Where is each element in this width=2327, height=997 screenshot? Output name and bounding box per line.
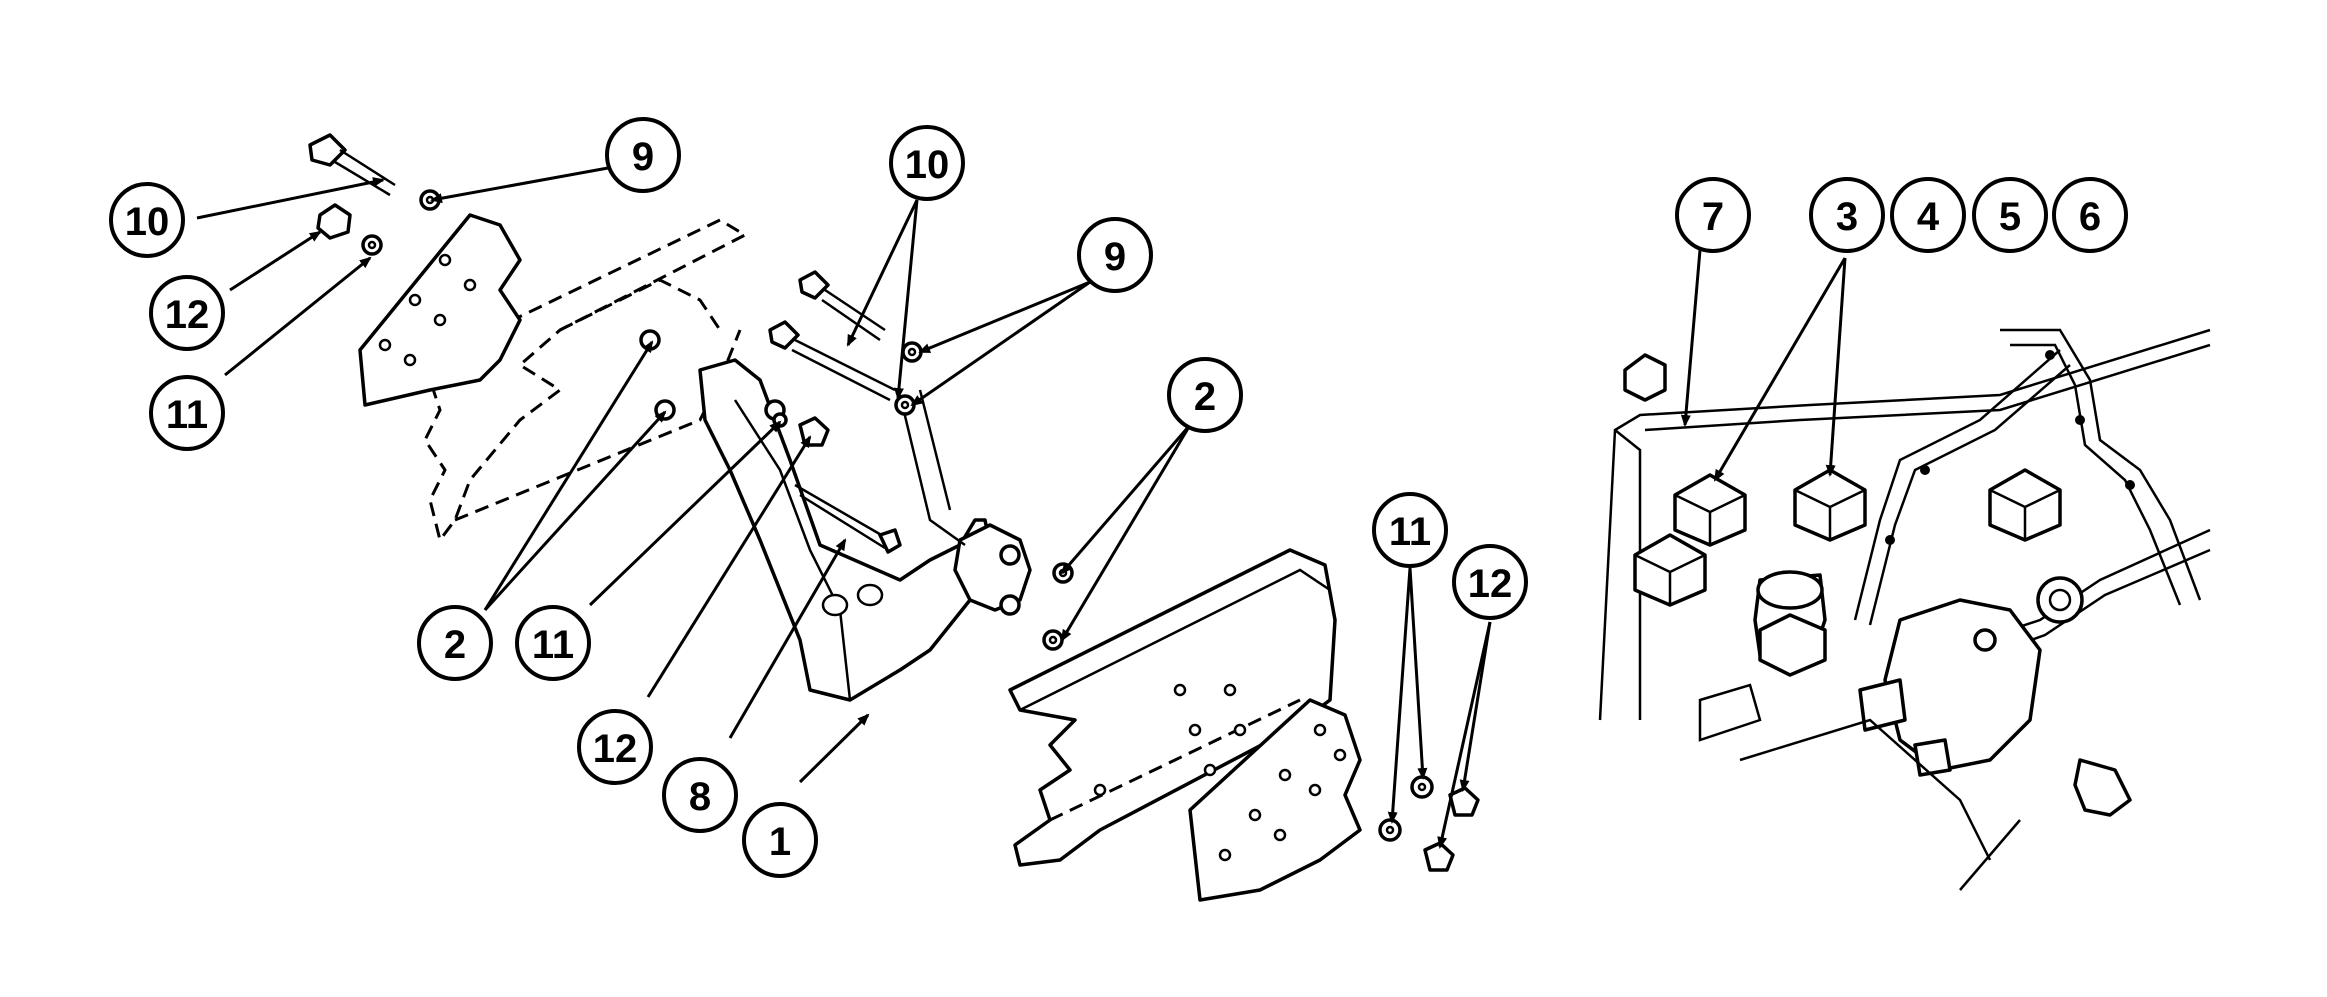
callout-label: 9 bbox=[632, 135, 654, 179]
callout-label: 2 bbox=[444, 623, 466, 667]
callout-label: 12 bbox=[1468, 562, 1513, 606]
callout-label: 1 bbox=[769, 820, 791, 864]
callout-11-center-lockwasher: 11 bbox=[515, 605, 591, 681]
callout-label: 2 bbox=[1194, 375, 1216, 419]
callout-1-mount-bracket: 1 bbox=[742, 802, 818, 878]
center-mount-bracket bbox=[698, 358, 1032, 702]
callout-10-center-bolt: 10 bbox=[889, 125, 965, 201]
callout-9-center-washer: 9 bbox=[1077, 217, 1153, 293]
callout-label: 6 bbox=[2079, 195, 2101, 239]
callout-label: 3 bbox=[1836, 195, 1858, 239]
right-bracket-plate bbox=[1188, 698, 1362, 902]
callout-5-cap-screw: 5 bbox=[1972, 177, 2048, 253]
callout-6-cap-screw: 6 bbox=[2052, 177, 2128, 253]
callout-label: 5 bbox=[1999, 195, 2021, 239]
callout-label: 9 bbox=[1104, 235, 1126, 279]
callout-label: 11 bbox=[1389, 510, 1431, 554]
fuel-filter-housing bbox=[1698, 576, 2132, 891]
callout-label: 4 bbox=[1917, 195, 1940, 239]
callout-label: 11 bbox=[166, 393, 208, 437]
left-bracket-plate bbox=[358, 213, 522, 407]
callout-12-right-nut: 12 bbox=[1452, 544, 1528, 620]
callout-12-left-nut: 12 bbox=[149, 275, 225, 351]
callout-12-center-nut: 12 bbox=[577, 709, 653, 785]
callout-label: 10 bbox=[125, 200, 170, 244]
callout-11-left-lockwasher: 11 bbox=[149, 375, 225, 451]
callout-4-cap-screw: 4 bbox=[1890, 177, 1966, 253]
engine-block-inset bbox=[1598, 328, 2211, 891]
callout-3-cap-screw: 3 bbox=[1809, 177, 1885, 253]
callout-label: 12 bbox=[165, 293, 210, 337]
leader-lines bbox=[196, 166, 1847, 849]
callout-label: 8 bbox=[689, 775, 711, 819]
callout-2-right-washer: 2 bbox=[1167, 357, 1243, 433]
callout-7-engine-bolt: 7 bbox=[1675, 177, 1751, 253]
callout-9-left-washer: 9 bbox=[605, 117, 681, 193]
center-hardware bbox=[764, 270, 1074, 651]
callout-label: 10 bbox=[905, 143, 950, 187]
callout-label: 11 bbox=[532, 623, 574, 667]
callout-label: 7 bbox=[1702, 195, 1724, 239]
callout-10-left-bolt: 10 bbox=[109, 182, 185, 258]
callout-8-bolt: 8 bbox=[662, 757, 738, 833]
cap-screws bbox=[1633, 468, 2062, 677]
callout-2-left-washer: 2 bbox=[417, 605, 493, 681]
right-frame-rail bbox=[1008, 548, 1337, 867]
callout-label: 12 bbox=[593, 727, 638, 771]
callout-11-right-lockwasher: 11 bbox=[1372, 492, 1448, 568]
